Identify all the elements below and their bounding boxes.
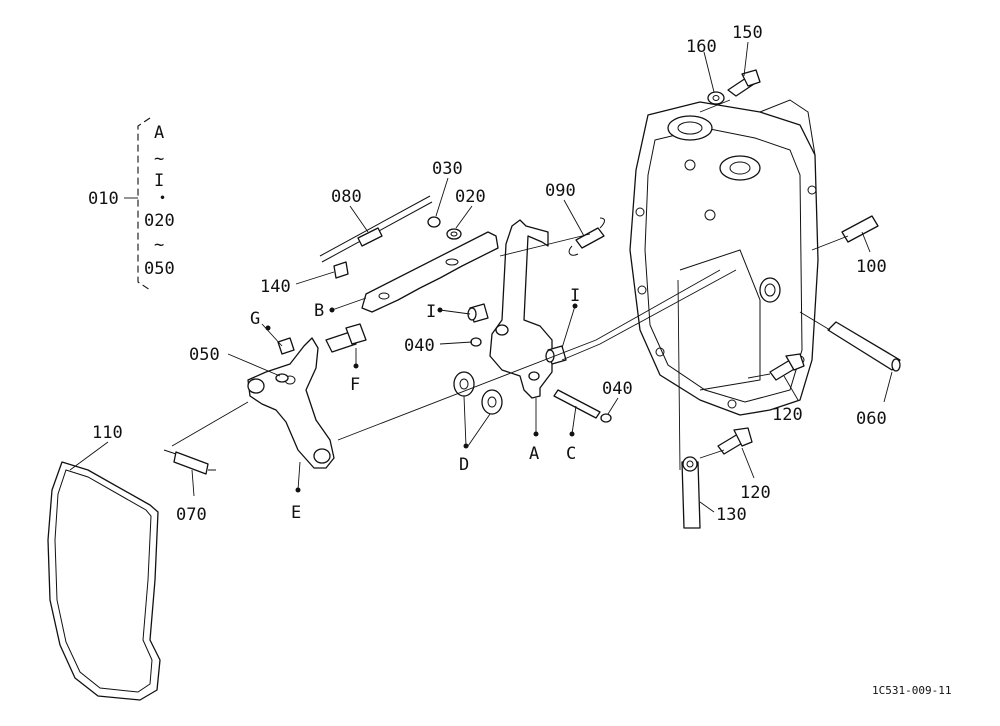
label-140: 140 xyxy=(260,277,291,297)
legend-item-2: I xyxy=(154,171,164,191)
roller-d xyxy=(453,371,503,415)
label-080: 080 xyxy=(331,187,362,207)
bolt-150 xyxy=(727,69,761,97)
gear-case xyxy=(629,99,819,416)
stud-100 xyxy=(841,215,879,243)
washer-160 xyxy=(707,91,725,105)
label-060: 060 xyxy=(856,409,887,429)
label-020: 020 xyxy=(455,187,486,207)
legend-item-0: A xyxy=(154,123,164,143)
label-050: 050 xyxy=(189,345,220,365)
pin-c xyxy=(553,389,601,419)
label-030: 030 xyxy=(432,159,463,179)
part-labels: 160 150 030 020 080 090 100 140 B I I G … xyxy=(92,23,887,525)
clip-030 xyxy=(427,216,441,228)
label-040-right: 040 xyxy=(602,379,633,399)
legend-item-3: ・ xyxy=(154,189,171,209)
bolt-120-upper xyxy=(769,353,805,381)
legend-item-4: 020 xyxy=(144,211,175,231)
label-070: 070 xyxy=(176,505,207,525)
label-c: C xyxy=(566,444,576,464)
bolt-120-lower xyxy=(717,427,753,455)
gasket-110 xyxy=(47,461,161,701)
label-i-left: I xyxy=(426,302,436,322)
label-090: 090 xyxy=(545,181,576,201)
shaft-060 xyxy=(827,321,901,372)
legend-item-5: ~ xyxy=(154,235,164,255)
label-040-left: 040 xyxy=(404,336,435,356)
spring-090 xyxy=(568,217,605,256)
label-120-lower: 120 xyxy=(740,483,771,503)
lever-a xyxy=(489,219,553,399)
label-i-right: I xyxy=(570,286,580,306)
lever-e xyxy=(247,337,335,469)
spring-080 xyxy=(319,195,433,263)
washer-020 xyxy=(446,228,462,240)
legend-bracket xyxy=(124,117,151,291)
bolt-f xyxy=(325,323,367,353)
label-100: 100 xyxy=(856,257,887,277)
clip-040-left xyxy=(470,337,482,347)
label-f: F xyxy=(350,375,360,395)
center-lines xyxy=(171,99,849,471)
collar-i-left xyxy=(467,303,489,323)
label-110: 110 xyxy=(92,423,123,443)
label-150: 150 xyxy=(732,23,763,43)
label-b: B xyxy=(314,301,324,321)
collar-140 xyxy=(333,261,349,279)
leader-lines xyxy=(69,41,893,513)
figure-code: 1C531-009-11 xyxy=(872,684,951,697)
label-e: E xyxy=(291,503,301,523)
legend-id: 010 xyxy=(88,189,119,209)
label-g: G xyxy=(250,309,260,329)
label-120-upper: 120 xyxy=(772,405,803,425)
plate-130 xyxy=(681,456,701,529)
legend: 010 A ~ I ・ 020 ~ 050 xyxy=(88,123,175,279)
label-130: 130 xyxy=(716,505,747,525)
legend-item-1: ~ xyxy=(154,149,164,169)
legend-item-6: 050 xyxy=(144,259,175,279)
label-160: 160 xyxy=(686,37,717,57)
clip-040-right xyxy=(600,413,612,423)
screw-g xyxy=(277,337,295,355)
leader-dots xyxy=(265,303,578,493)
spring-070 xyxy=(163,449,216,475)
label-d: D xyxy=(459,455,469,475)
plate-b xyxy=(361,231,499,313)
label-a: A xyxy=(529,444,539,464)
